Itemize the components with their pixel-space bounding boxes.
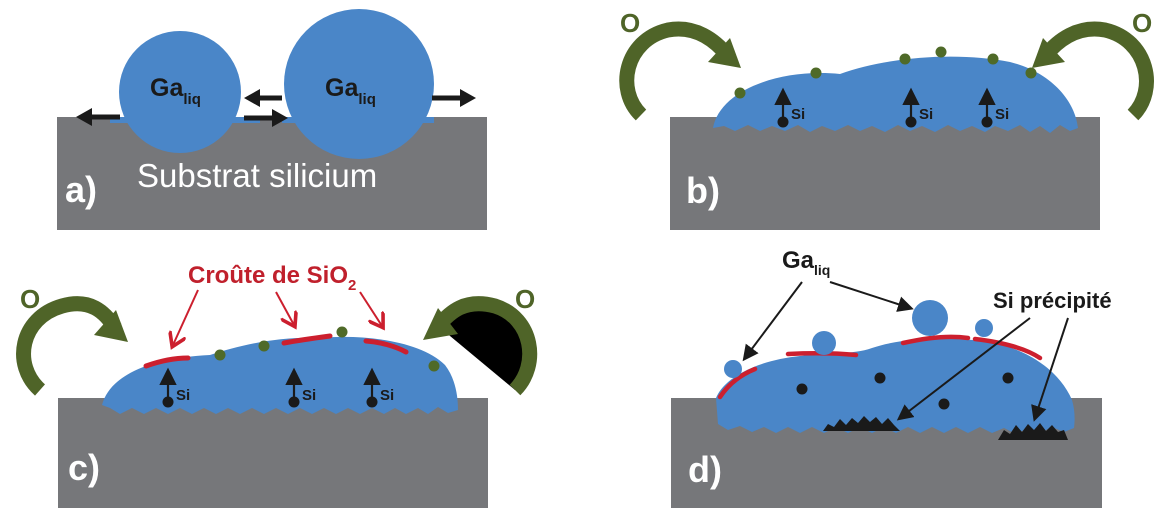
panel-a: Galiq Galiq a) Substrat silicium [57,9,487,230]
precip-label: Si précipité [993,288,1112,313]
panel-b-label: b) [686,170,720,211]
si-precipitate-d [823,416,1068,440]
si-atom-b-3: Si [978,87,1009,128]
oxygen-arrow-c-left [16,296,128,396]
crust-pointer-arrows [173,289,382,345]
oxygen-label-c-left: O [20,284,40,314]
panel-d: Galiq Si précipité d) [671,247,1112,508]
ga-small-droplets-d [724,300,993,378]
svg-text:Si: Si [995,106,1009,123]
svg-text:Si: Si [791,106,805,123]
panel-c-label: c) [68,447,100,488]
oxygen-arrow-b-right [1032,21,1154,121]
panel-d-label: d) [688,449,722,490]
oxygen-dots-c [214,326,440,372]
droplet-c [102,336,458,414]
si-atom-c-1: Si [159,367,190,408]
substrate-c [58,398,488,508]
si-dots-d [796,372,1014,410]
crust-label: Croûte de SiO2 [188,262,356,294]
galiq-label: Galiq [782,247,830,278]
droplet-a-left-label: Galiq [150,74,201,108]
si-atom-b-2: Si [902,87,933,128]
precip-pointer-arrows [896,317,1069,422]
svg-text:Si: Si [302,387,316,404]
galiq-pointer-arrows [742,281,914,362]
droplet-b [713,56,1078,134]
oxygen-label-b-right: O [1132,8,1152,38]
droplet-d [716,338,1075,434]
si-atom-c-3: Si [363,367,394,408]
droplet-a-right-base [282,117,434,123]
oxygen-arrow-b-left [619,21,741,121]
svg-text:Si: Si [176,387,190,404]
droplet-a-right [284,9,434,159]
oxygen-dots-b [734,46,1037,99]
substrate-a [57,117,487,230]
sio2-crust-c [143,333,409,369]
panel-a-label: a) [65,169,97,210]
substrate-label: Substrat silicium [137,157,377,194]
oxygen-label-c-right: O [515,284,535,314]
oxygen-arrow-c-right [423,296,538,396]
oxygen-label-b-left: O [620,8,640,38]
panel-b: O O Si Si Si b) [619,8,1154,230]
panel-c: Croûte de SiO2 O O Si [16,262,538,508]
svg-text:Si: Si [380,387,394,404]
si-atom-b-1: Si [774,87,805,128]
svg-text:Si: Si [919,106,933,123]
si-atom-c-2: Si [285,367,316,408]
droplet-a-right-label: Galiq [325,74,376,108]
spread-arrows-a [76,89,476,127]
droplet-a-left-base [110,117,260,123]
substrate-b [670,117,1100,230]
